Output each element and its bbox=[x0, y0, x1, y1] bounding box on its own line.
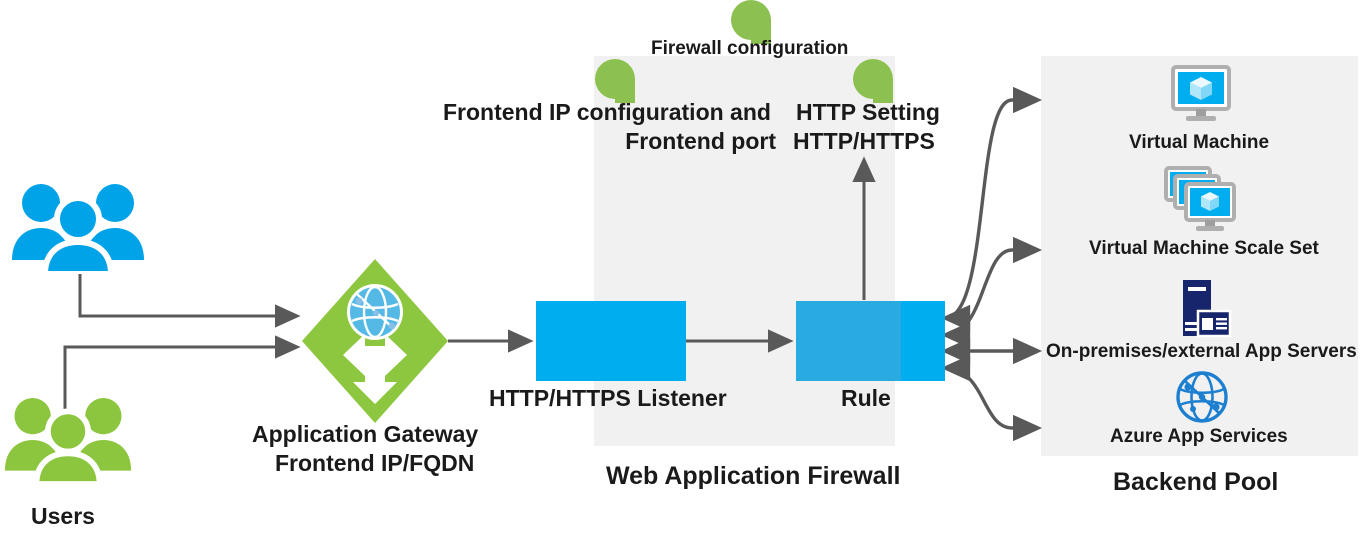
http-setting-label-line2: HTTP/HTTPS bbox=[793, 128, 935, 154]
virtual-machine-scale-set-icon bbox=[1164, 166, 1236, 231]
http-setting-callout-icon bbox=[853, 59, 893, 103]
app-server-icon bbox=[1183, 280, 1232, 338]
web-application-firewall-panel bbox=[594, 56, 895, 446]
rule-label: Rule bbox=[841, 385, 891, 411]
backend-item-label-0: Virtual Machine bbox=[1129, 132, 1270, 153]
virtual-machine-icon bbox=[1171, 65, 1231, 121]
firewall-configuration-label: Firewall configuration bbox=[651, 38, 849, 59]
users-label: Users bbox=[31, 503, 95, 529]
http-https-listener-label: HTTP/HTTPS Listener bbox=[489, 385, 727, 411]
frontend-config-label-line1: Frontend IP configuration and bbox=[443, 99, 771, 125]
frontend-config-callout-icon bbox=[595, 59, 635, 103]
web-application-firewall-label: Web Application Firewall bbox=[606, 462, 901, 490]
rule-box-inner-shade bbox=[796, 301, 901, 381]
backend-pool-label: Backend Pool bbox=[1113, 468, 1279, 496]
backend-pool-panel bbox=[1041, 56, 1358, 456]
backend-item-label-1: Virtual Machine Scale Set bbox=[1089, 238, 1319, 259]
gateway-label-line2: Frontend IP/FQDN bbox=[275, 450, 475, 476]
azure-app-services-icon bbox=[1176, 371, 1228, 423]
http-https-listener-box[interactable] bbox=[536, 301, 686, 381]
gateway-label-line1: Application Gateway bbox=[252, 421, 479, 447]
http-setting-label-line1: HTTP Setting bbox=[796, 99, 940, 125]
frontend-config-label-line2: Frontend port bbox=[625, 128, 776, 154]
application-gateway-icon bbox=[302, 259, 448, 423]
firewall-configuration-callout-icon bbox=[731, 0, 771, 44]
users-group-blue-icon bbox=[12, 184, 144, 274]
users-group-green-icon bbox=[4, 397, 132, 486]
backend-item-label-2: On-premises/external App Servers bbox=[1046, 341, 1357, 362]
backend-item-label-3: Azure App Services bbox=[1110, 426, 1288, 447]
